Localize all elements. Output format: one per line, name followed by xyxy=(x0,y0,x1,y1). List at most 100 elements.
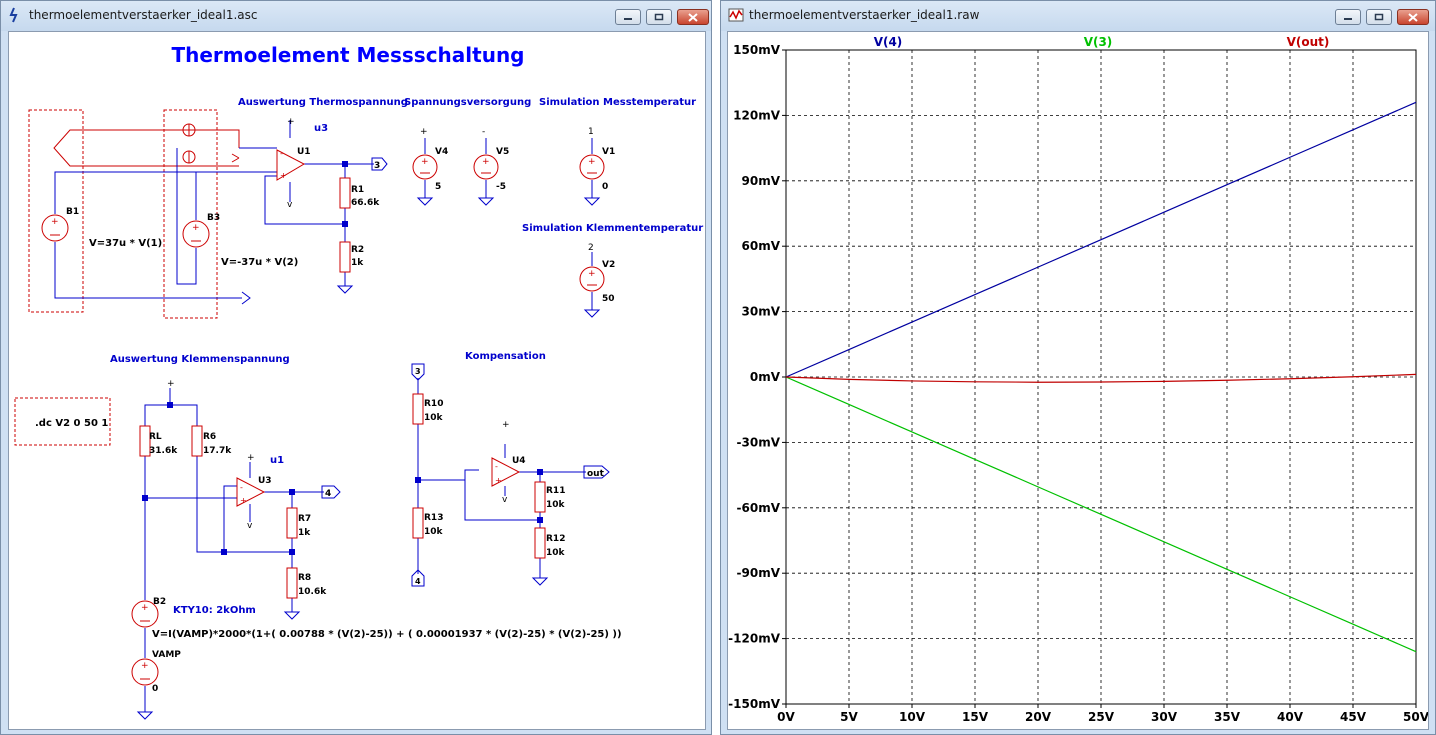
y-tick-label: 150mV xyxy=(733,43,781,57)
klemmen-wiring xyxy=(144,388,324,712)
schematic-window-title: thermoelementverstaerker_ideal1.asc xyxy=(29,8,258,22)
schematic-heading: Thermoelement Messschaltung xyxy=(171,43,524,67)
resistor-r8: R8 10.6k xyxy=(286,567,327,599)
label-sim-messtemperatur: Simulation Messtemperatur xyxy=(539,97,696,108)
plot-close-button[interactable] xyxy=(1397,9,1429,25)
plot-titlebar[interactable]: thermoelementverstaerker_ideal1.raw xyxy=(721,1,1435,31)
svg-text:V2: V2 xyxy=(602,260,615,270)
y-tick-label: 60mV xyxy=(742,239,781,253)
svg-text:4: 4 xyxy=(415,577,421,586)
opamp-u4: - + U4 + v xyxy=(491,420,526,505)
svg-text:R1: R1 xyxy=(351,185,364,195)
directive-box xyxy=(14,397,111,446)
x-tick-label: 0V xyxy=(777,710,795,724)
source-v5: + - V5 -5 xyxy=(473,127,509,206)
x-tick-label: 35V xyxy=(1214,710,1241,724)
svg-text:+: + xyxy=(51,217,59,227)
ltspice-schematic-icon xyxy=(9,7,18,23)
plot-legend: V(4) V(3) V(out) xyxy=(874,35,1330,49)
schematic-titlebar[interactable]: thermoelementverstaerker_ideal1.asc xyxy=(1,1,711,31)
svg-text:31.6k: 31.6k xyxy=(149,446,178,456)
junction-dot xyxy=(342,161,348,167)
label-thermospannung: Auswertung Thermospannung xyxy=(238,97,408,108)
svg-text:1k: 1k xyxy=(351,258,364,268)
label-sim-klemmentemperatur: Simulation Klemmentemperatur xyxy=(522,223,703,234)
schematic-maximize-button[interactable] xyxy=(646,9,672,25)
legend-v3[interactable]: V(3) xyxy=(1084,35,1113,49)
y-tick-label: -30mV xyxy=(737,435,781,449)
plot-window-title: thermoelementverstaerker_ideal1.raw xyxy=(749,8,980,22)
schematic-minimize-button[interactable] xyxy=(615,9,641,25)
b2-source: + B2 xyxy=(131,597,166,628)
thermocouple-box-left xyxy=(28,109,84,313)
x-tick-label: 5V xyxy=(840,710,858,724)
svg-text:50: 50 xyxy=(602,294,615,304)
legend-vout[interactable]: V(out) xyxy=(1287,35,1330,49)
svg-text:R7: R7 xyxy=(298,514,311,524)
svg-text:10k: 10k xyxy=(546,500,566,510)
net-label-4: 4 xyxy=(321,485,341,499)
schematic-canvas[interactable]: Thermoelement Messschaltung Auswertung T… xyxy=(8,31,706,730)
resistor-r6: R6 17.7k xyxy=(191,425,232,457)
thermocouple-box-right xyxy=(163,109,218,319)
svg-text:+: + xyxy=(167,379,175,389)
legend-v4[interactable]: V(4) xyxy=(874,35,903,49)
series-line-v4 xyxy=(785,101,1417,378)
plot-minimize-button[interactable] xyxy=(1335,9,1361,25)
svg-text:10k: 10k xyxy=(546,548,566,558)
resistor-r1: R1 66.6k xyxy=(339,177,380,209)
svg-text:66.6k: 66.6k xyxy=(351,198,380,208)
svg-text:V5: V5 xyxy=(496,147,509,157)
junction-dot xyxy=(415,477,421,483)
close-icon xyxy=(678,10,708,24)
schematic-close-button[interactable] xyxy=(677,9,709,25)
net-label-3-input: 3 xyxy=(411,363,425,381)
svg-text:B2: B2 xyxy=(153,597,166,607)
restore-icon xyxy=(1367,10,1391,24)
x-tick-label: 50V xyxy=(1403,710,1428,724)
svg-text:U4: U4 xyxy=(512,456,526,466)
svg-text:V4: V4 xyxy=(435,147,448,157)
svg-text:2: 2 xyxy=(588,243,594,253)
x-tick-label: 40V xyxy=(1277,710,1304,724)
plot-maximize-button[interactable] xyxy=(1366,9,1392,25)
svg-text:3: 3 xyxy=(374,161,380,171)
resistor-r2: R2 1k xyxy=(339,241,364,273)
svg-text:+: + xyxy=(588,157,596,167)
svg-text:10.6k: 10.6k xyxy=(298,587,327,597)
svg-text:+: + xyxy=(192,223,200,233)
label-spannungsversorgung: Spannungsversorgung xyxy=(404,97,531,108)
svg-text:v: v xyxy=(287,200,293,210)
junction-dot xyxy=(342,221,348,227)
b2-formula: V=I(VAMP)*2000*(1+( 0.00788 * (V(2)-25))… xyxy=(152,629,622,640)
svg-text:+: + xyxy=(420,127,428,137)
svg-text:+: + xyxy=(240,496,247,505)
b1-formula: V=37u * V(1) xyxy=(89,238,162,249)
svg-text:-: - xyxy=(495,462,498,471)
ground-symbol xyxy=(136,711,154,720)
svg-text:u1: u1 xyxy=(270,455,284,466)
junction-dot xyxy=(537,517,543,523)
svg-text:4: 4 xyxy=(325,489,331,499)
svg-text:17.7k: 17.7k xyxy=(203,446,232,456)
junction-dot xyxy=(537,469,543,475)
svg-text:-5: -5 xyxy=(496,182,506,192)
svg-text:VAMP: VAMP xyxy=(152,650,181,660)
kompensation-wiring xyxy=(417,378,586,578)
svg-text:R10: R10 xyxy=(424,399,443,409)
x-tick-label: 20V xyxy=(1025,710,1052,724)
x-tick-label: 30V xyxy=(1151,710,1178,724)
schematic-drawing[interactable]: Thermoelement Messschaltung Auswertung T… xyxy=(9,32,705,729)
svg-text:1: 1 xyxy=(588,127,594,137)
svg-text:R6: R6 xyxy=(203,432,216,442)
resistor-r7: R7 1k xyxy=(286,507,311,539)
b3-source: + B3 V=-37u * V(2) xyxy=(182,213,298,268)
svg-text:B3: B3 xyxy=(207,213,220,223)
x-tick-label: 10V xyxy=(899,710,926,724)
x-tick-label: 25V xyxy=(1088,710,1115,724)
svg-text:1k: 1k xyxy=(298,528,311,538)
junction-dot xyxy=(167,402,173,408)
